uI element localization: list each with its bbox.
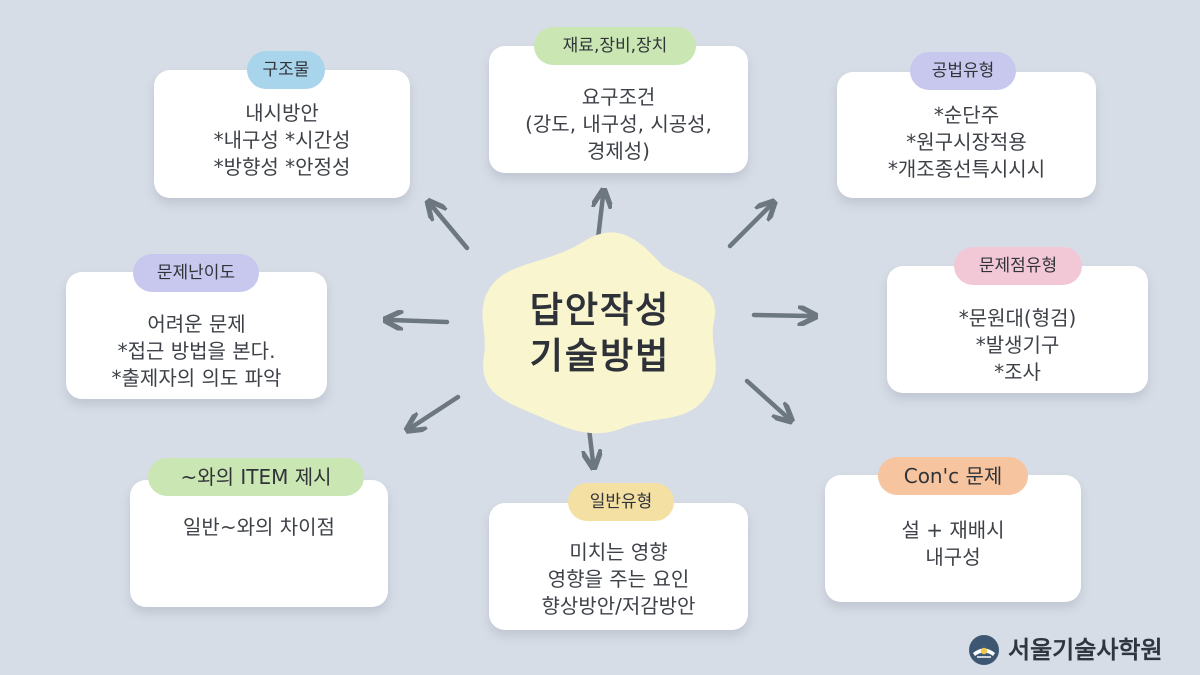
- card-method-body: *순단주 *원구시장적용 *개조종선특시시시: [887, 103, 1046, 181]
- center-blob-shape: [482, 232, 716, 434]
- arrow-to-structure: [432, 206, 470, 251]
- card-item: 일반~와의 차이점: [130, 480, 388, 607]
- center-blob: [482, 232, 716, 434]
- tag-method: 공법유형: [910, 52, 1016, 90]
- tag-general: 일반유형: [568, 483, 674, 521]
- arrow-to-difficulty: [391, 320, 450, 322]
- arrow-to-conc: [744, 378, 787, 417]
- card-method: *순단주 *원구시장적용 *개조종선특시시시: [837, 72, 1096, 198]
- card-structure-body: 내시방안 *내구성 *시간성 *방향성 *안정성: [213, 101, 351, 179]
- card-conc: 설 + 재배시 내구성: [825, 475, 1081, 602]
- tag-difficulty: 문제난이도: [133, 254, 259, 292]
- card-item-body: 일반~와의 차이점: [183, 515, 335, 539]
- card-general: 미치는 영향 영향을 주는 요인 향상방안/저감방안: [489, 503, 748, 630]
- card-problem-type: *문원대(형검) *발생기구 *조사: [887, 266, 1148, 393]
- card-materials-body: 요구조건 (강도, 내구성, 시공성, 경제성): [525, 85, 712, 163]
- card-conc-body: 설 + 재배시 내구성: [901, 518, 1005, 569]
- tag-materials: 재료,장비,장치: [534, 27, 696, 65]
- academy-logo-text: 서울기술사학원: [1008, 636, 1163, 664]
- card-general-body: 미치는 영향 영향을 주는 요인 향상방안/저감방안: [541, 540, 696, 618]
- arrow-to-item: [412, 394, 461, 427]
- tag-structure: 구조물: [247, 51, 325, 89]
- card-structure: 내시방안 *내구성 *시간성 *방향성 *안정성: [154, 70, 410, 198]
- tag-conc: Con'c 문제: [878, 457, 1028, 495]
- card-difficulty-body: 어려운 문제 *접근 방법을 본다. *출제자의 의도 파악: [111, 312, 282, 390]
- card-materials: 요구조건 (강도, 내구성, 시공성, 경제성): [489, 46, 748, 173]
- academy-emblem-icon: [969, 635, 999, 665]
- arrow-to-method: [727, 206, 770, 249]
- card-difficulty: 어려운 문제 *접근 방법을 본다. *출제자의 의도 파악: [66, 272, 327, 399]
- center-title: 답안작성 기술방법: [529, 290, 671, 377]
- card-problem-type-body: *문원대(형검) *발생기구 *조사: [958, 306, 1077, 384]
- tag-item: ~와의 ITEM 제시: [148, 458, 364, 496]
- arrow-to-problem-type: [751, 315, 810, 316]
- tag-problem-type: 문제점유형: [954, 247, 1082, 285]
